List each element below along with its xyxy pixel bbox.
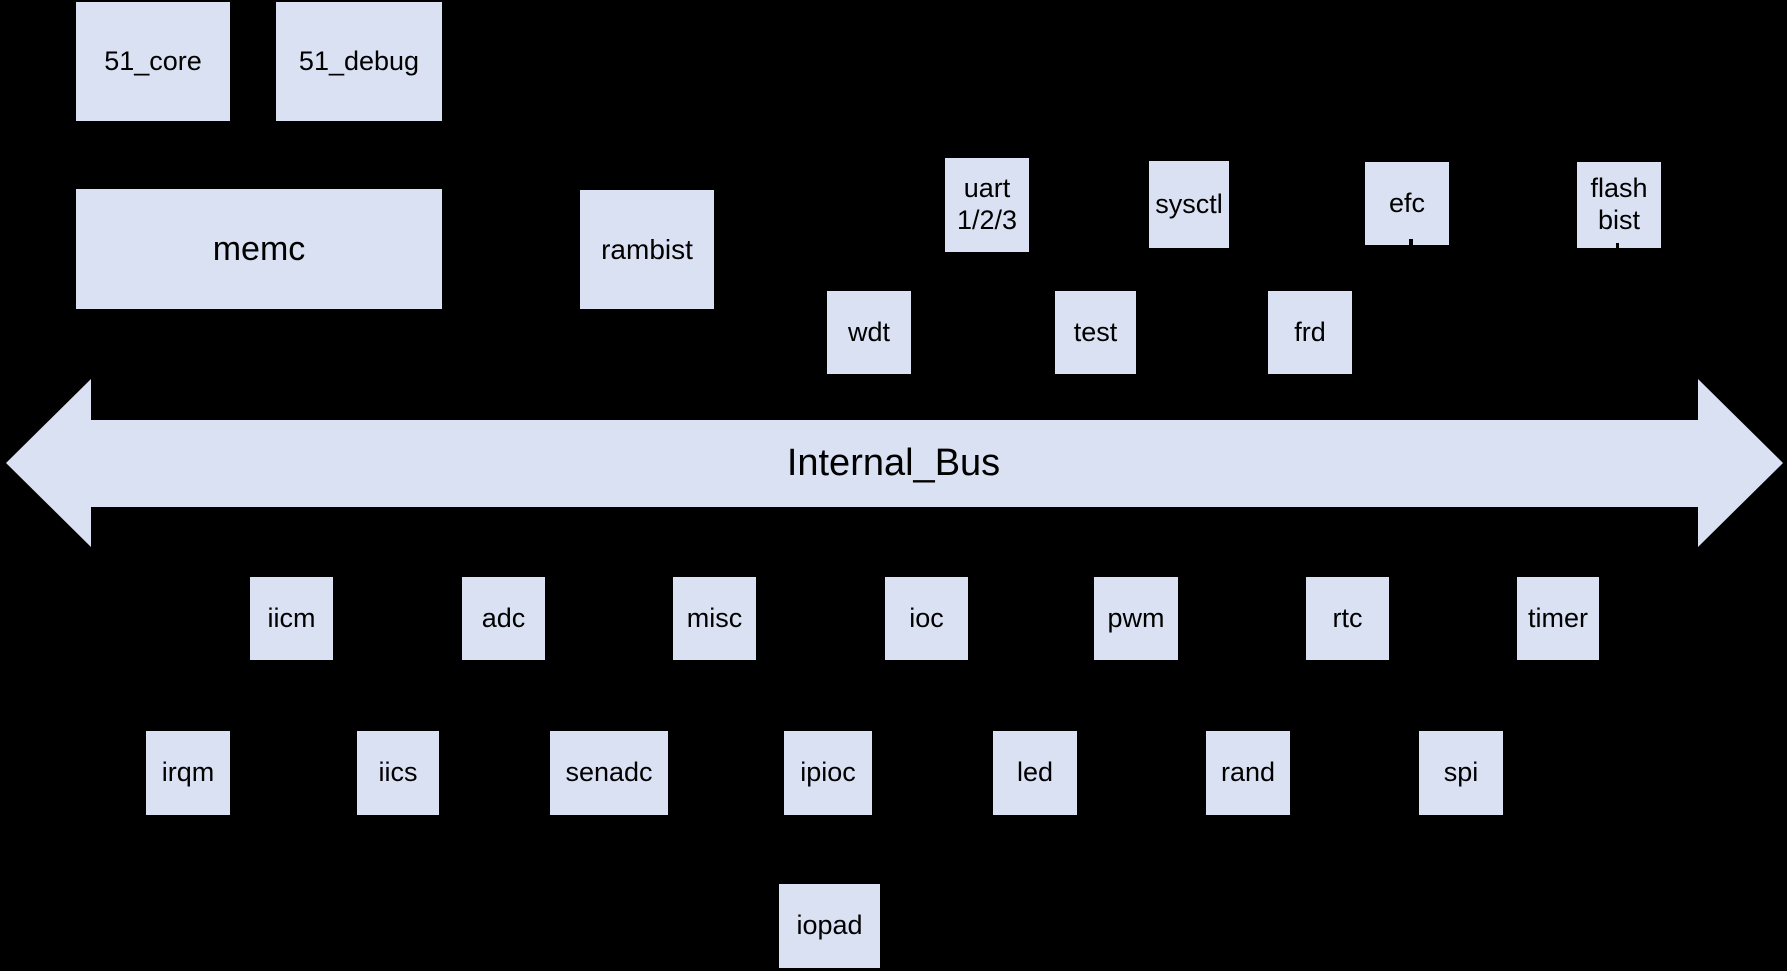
block-wdt: wdt	[827, 291, 911, 374]
block-ipioc-label: ipioc	[800, 757, 856, 788]
block-ipioc: ipioc	[784, 731, 872, 815]
block-test-label: test	[1073, 316, 1118, 347]
block-iicm: iicm	[250, 577, 333, 660]
block-frd: frd	[1268, 291, 1352, 374]
block-irqm: irqm	[146, 731, 230, 815]
block-51-debug: 51_debug	[276, 2, 442, 121]
block-efc-label: efc	[1388, 187, 1426, 218]
block-iopad-label: iopad	[796, 910, 863, 941]
block-iopad: iopad	[779, 884, 880, 968]
connector-stub-flash-bist	[1616, 243, 1619, 248]
block-sysctl-label: sysctl	[1155, 188, 1223, 219]
block-spi: spi	[1419, 731, 1503, 815]
block-senadc: senadc	[550, 731, 668, 815]
block-flash-bist-label: flash bist	[1590, 173, 1648, 235]
internal-bus-label: Internal_Bus	[786, 441, 1001, 484]
block-rand-label: rand	[1220, 757, 1276, 788]
block-memc-label: memc	[212, 229, 306, 268]
block-iics: iics	[357, 731, 439, 815]
block-test: test	[1055, 291, 1136, 374]
block-rand: rand	[1206, 731, 1290, 815]
block-flash-bist: flash bist	[1577, 162, 1661, 248]
block-timer: timer	[1517, 577, 1599, 660]
connector-stub-efc	[1409, 239, 1413, 245]
block-iics-label: iics	[378, 757, 418, 788]
block-rambist: rambist	[580, 190, 714, 309]
block-ioc-label: ioc	[909, 602, 944, 633]
block-pwm: pwm	[1094, 577, 1178, 660]
block-uart-123-label: uart 1/2/3	[956, 173, 1018, 235]
block-ioc: ioc	[885, 577, 968, 660]
block-wdt-label: wdt	[847, 316, 891, 347]
block-led: led	[993, 731, 1077, 815]
block-adc: adc	[462, 577, 545, 660]
block-sysctl: sysctl	[1149, 161, 1229, 248]
block-iicm-label: iicm	[267, 602, 316, 633]
block-misc: misc	[673, 577, 756, 660]
block-senadc-label: senadc	[565, 757, 653, 788]
block-memc: memc	[76, 189, 442, 309]
block-pwm-label: pwm	[1107, 602, 1165, 633]
block-rtc: rtc	[1306, 577, 1389, 660]
block-led-label: led	[1016, 757, 1054, 788]
block-51-debug-label: 51_debug	[298, 45, 420, 76]
block-frd-label: frd	[1294, 316, 1326, 347]
block-rambist-label: rambist	[601, 233, 693, 265]
block-misc-label: misc	[686, 602, 743, 633]
block-timer-label: timer	[1528, 602, 1588, 633]
block-adc-label: adc	[481, 602, 526, 633]
block-spi-label: spi	[1443, 757, 1479, 788]
block-51-core-label: 51_core	[104, 45, 202, 76]
block-efc: efc	[1365, 162, 1449, 245]
block-rtc-label: rtc	[1332, 602, 1363, 633]
block-irqm-label: irqm	[161, 757, 215, 788]
block-51-core: 51_core	[76, 2, 230, 121]
internal-bus-arrow-shape	[6, 379, 1783, 547]
block-uart-123: uart 1/2/3	[945, 158, 1029, 252]
